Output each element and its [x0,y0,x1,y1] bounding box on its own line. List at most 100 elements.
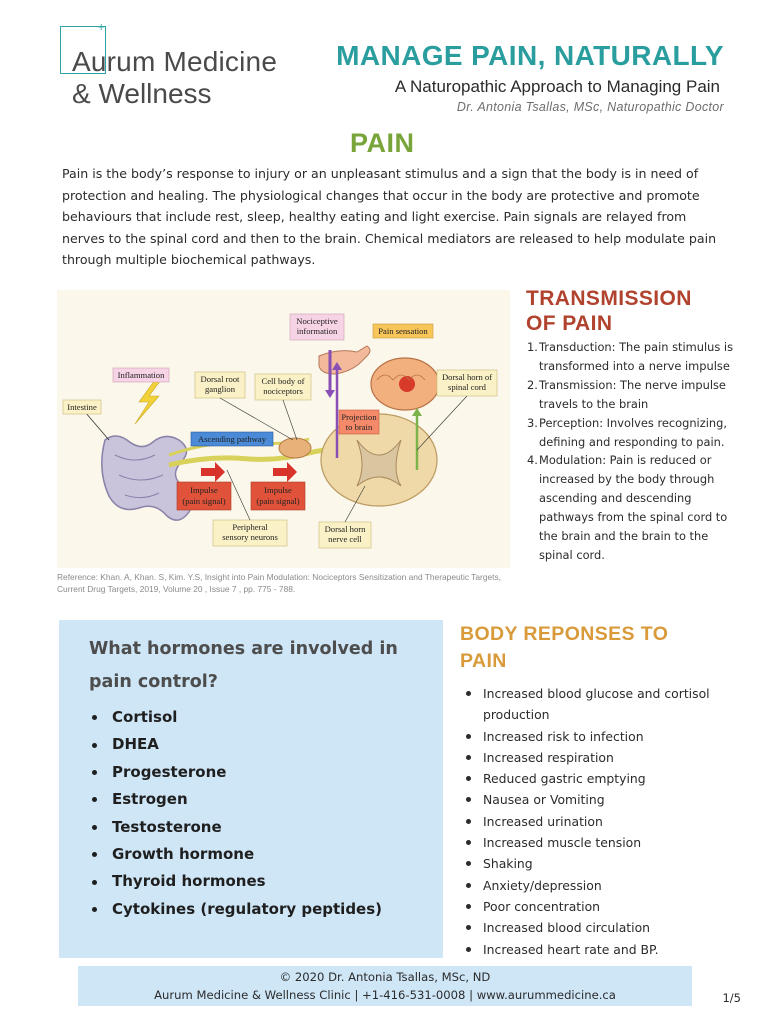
label-dorsal-root-2: ganglion [205,384,236,394]
bullet-icon [92,907,97,913]
footer-contact: Aurum Medicine & Wellness Clinic | +1-41… [154,988,616,1002]
hormone-name: Cytokines (regulatory peptides) [112,899,383,918]
list-item: Increased blood glucose and cortisol pro… [466,683,736,726]
figure-reference: Reference: Khan. A, Khan. S, Kim. Y.S, I… [57,572,501,594]
label-projection-2: to brain [346,422,373,432]
bullet-icon [466,691,471,696]
bullet-icon [466,882,471,888]
logo-plus-icon: + [97,22,106,33]
hand-illustration [318,345,371,375]
list-item: Thyroid hormones [92,868,382,895]
pain-intro-paragraph: Pain is the body’s response to injury or… [62,166,717,267]
bullet-icon [466,925,471,931]
bullet-icon [466,818,471,824]
response-text: Increased blood circulation [483,920,651,936]
list-item: 2.Transmission: The nerve impulse travel… [527,376,742,414]
clinic-logo: + Aurum Medicine & Wellness [60,22,300,116]
list-item-number: 2. [527,377,538,392]
list-item: Increased heart rate and BP. [466,939,736,960]
list-item-text: Perception: Involves recognizing, defini… [539,415,727,449]
list-item: Cortisol [92,704,382,731]
hormone-name: Testosterone [112,817,222,836]
bullet-icon [92,824,97,830]
pain-pathway-diagram: Nociceptive information Pain sensation I… [57,290,510,568]
label-dorsal-horn-cord-1: Dorsal horn of [442,372,492,382]
list-item: Poor concentration [466,896,736,917]
bullet-icon [466,840,471,846]
spinal-cord-illustration [320,413,438,507]
response-text: Increased muscle tension [483,835,642,851]
label-dorsal-horn-cord-2: spinal cord [448,382,487,392]
responses-heading: BODY REPONSES TO PAIN [460,621,668,675]
list-item: Testosterone [92,814,382,841]
response-text: Increased risk to infection [483,728,644,744]
list-item: 4.Modulation: Pain is reduced or increas… [527,451,742,564]
response-text: Anxiety/depression [483,877,602,893]
page-number: 1/5 [722,991,741,1005]
response-text: Increased heart rate and BP. [483,941,659,957]
label-impulse2-1: Impulse [264,485,292,495]
label-dorsal-root-1: Dorsal root [201,374,241,384]
list-item: Anxiety/depression [466,875,736,896]
responses-heading-line2: PAIN [460,650,507,672]
transmission-heading-line1: TRANSMISSION [526,287,692,310]
list-item: 1.Transduction: The pain stimulus is tra… [527,338,742,376]
transmission-heading: TRANSMISSION OF PAIN [526,286,692,336]
transmission-heading-line2: OF PAIN [526,312,613,335]
hormones-question: What hormones are involved in pain contr… [89,639,398,692]
list-item: Increased muscle tension [466,832,736,853]
brain-illustration [370,357,440,411]
label-impulse1-2: (pain signal) [182,496,225,506]
list-item: Estrogen [92,786,382,813]
response-text: Increased respiration [483,749,614,765]
bullet-icon [466,946,471,952]
document-author: Dr. Antonia Tsallas, MSc, Naturopathic D… [456,100,724,114]
transmission-list: 1.Transduction: The pain stimulus is tra… [527,338,742,565]
label-dorsal-horn-cell-1: Dorsal horn [325,524,367,534]
impulse-arrow-1 [201,462,225,482]
bullet-icon [92,742,97,748]
list-item-text: Modulation: Pain is reduced or increased… [539,453,728,562]
hormone-name: Cortisol [112,708,178,726]
bullet-icon [466,776,471,782]
bullet-icon [92,852,97,858]
bullet-icon [466,797,471,803]
logo-text-line1: Aurum Medicine [72,46,278,77]
page-footer: © 2020 Dr. Antonia Tsallas, MSc, ND Auru… [78,966,692,1006]
list-item: Growth hormone [92,841,382,868]
hormone-name: Progesterone [112,762,227,781]
label-nociceptive-1: Nociceptive [296,316,338,326]
hormones-list: Cortisol DHEA Progesterone Estrogen Test… [92,704,382,923]
bullet-icon [92,715,97,721]
label-intestine: Intestine [67,402,97,412]
label-dorsal-horn-cell-2: nerve cell [328,534,362,544]
response-text: Reduced gastric emptying [483,771,646,787]
logo-text-line2: & Wellness [72,78,212,109]
label-peripheral-1: Peripheral [232,522,268,532]
list-item: Shaking [466,853,736,874]
document-title: MANAGE PAIN, NATURALLY [336,40,724,71]
list-item: Reduced gastric emptying [466,768,736,789]
list-item-text: Transmission: The nerve impulse travels … [539,377,726,411]
list-item: 3.Perception: Involves recognizing, defi… [527,414,742,452]
label-impulse2-2: (pain signal) [256,496,299,506]
logo-frame [60,26,106,74]
inflammation-bolt-icon [134,379,162,425]
hormone-name: Thyroid hormones [112,872,266,891]
response-text: Nausea or Vomiting [483,792,605,808]
label-impulse1-1: Impulse [190,485,218,495]
bullet-icon [92,770,97,776]
hormones-panel [59,620,443,958]
list-item: Nausea or Vomiting [466,789,736,810]
responses-heading-line1: BODY REPONSES TO [460,623,669,645]
list-item: Increased respiration [466,747,736,768]
list-item-number: 3. [527,415,538,430]
hormone-name: Growth hormone [112,845,255,864]
list-item: Increased urination [466,811,736,832]
list-item: Cytokines (regulatory peptides) [92,896,382,923]
list-item: Increased blood circulation [466,917,736,938]
pain-heading: PAIN [350,128,415,158]
bullet-icon [466,903,471,909]
hormone-name: Estrogen [112,790,188,809]
responses-list: Increased blood glucose and cortisol pro… [466,683,736,960]
